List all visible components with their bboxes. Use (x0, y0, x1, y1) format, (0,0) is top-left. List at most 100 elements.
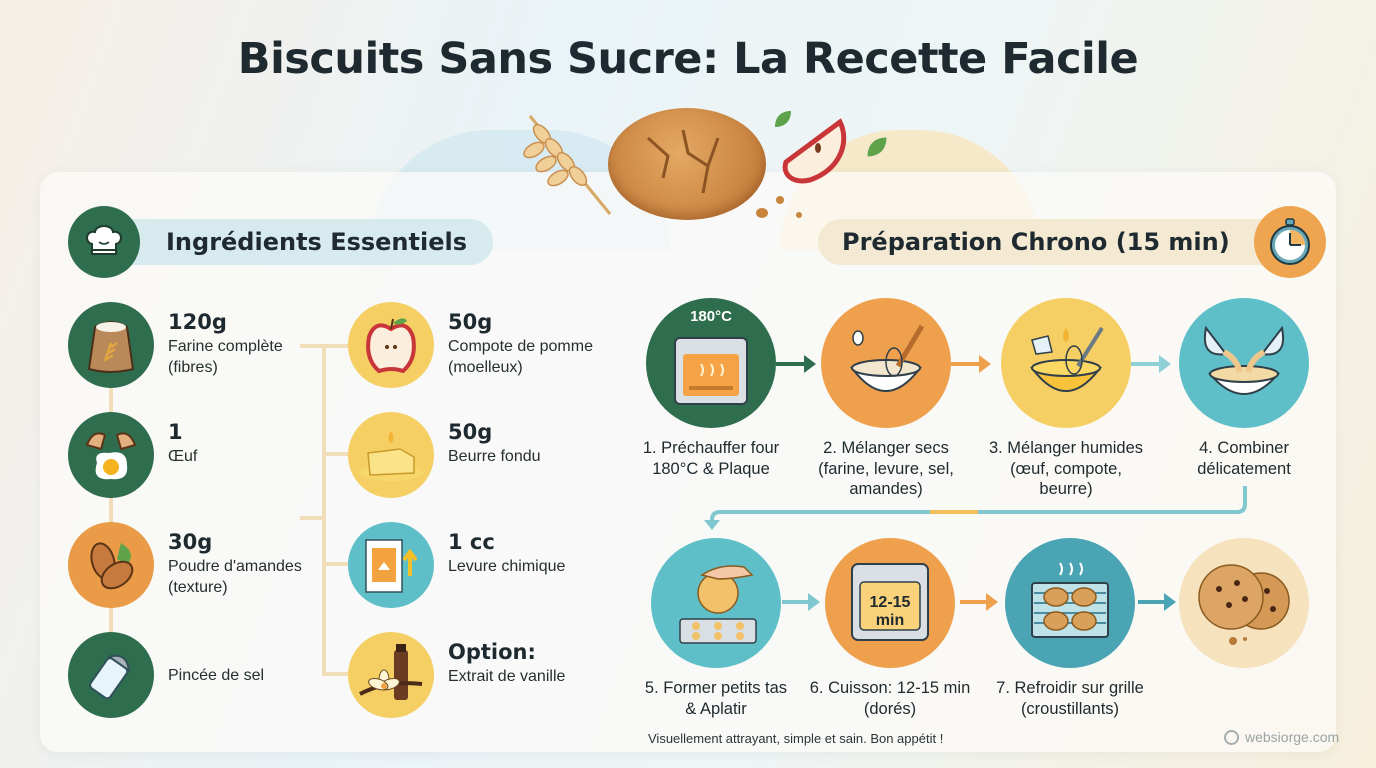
baking-powder-icon (348, 522, 434, 608)
step-title: 5. Former petits tas (644, 679, 788, 697)
step-detail: (croustillants) (1020, 699, 1120, 718)
footer-note: Visuellement attrayant, simple et sain. … (648, 731, 944, 746)
connector-line (322, 452, 348, 456)
step-title: 1. Préchauffer four (642, 439, 780, 457)
arrow-icon (1131, 355, 1171, 373)
ingredient-item: 50g Beurre fondu (348, 412, 541, 498)
ingredient-item: Pincée de sel (68, 632, 264, 718)
combine-bowls-icon (1179, 298, 1309, 428)
ingredient-item: 1 Œuf (68, 412, 197, 498)
step-1: 180°C 1. Préchauffer four 180°C & Plaque (636, 298, 786, 479)
step-title: 7. Refroidir sur grille (996, 679, 1144, 697)
step-final (1174, 538, 1314, 668)
ingredients-title: Ingrédients Essentiels (78, 219, 494, 265)
brand-name: websiorge.com (1245, 729, 1340, 745)
ingredient-note: (fibres) (168, 359, 218, 377)
arrow-icon (951, 355, 991, 373)
whisk-bowl-icon (1001, 298, 1131, 428)
step-detail: beurre) (1039, 480, 1093, 499)
oven-icon: 180°C (646, 298, 776, 428)
ingredient-note: (texture) (168, 579, 228, 597)
bake-time-badge: 12-15 (869, 594, 911, 611)
step-detail: (dorés) (863, 699, 917, 718)
step-detail: (œuf, compote, (1010, 459, 1122, 478)
ingredient-quantity: 50g (448, 420, 493, 444)
step-detail: (farine, levure, sel, (818, 459, 954, 478)
arrow-icon (1138, 593, 1176, 611)
ingredient-item: 50g Compote de pomme (moelleux) (348, 302, 593, 388)
ingredient-quantity: 120g (168, 310, 227, 334)
connector-line (322, 672, 348, 676)
ingredient-name: Levure chimique (448, 558, 566, 576)
shape-dough-icon (651, 538, 781, 668)
preparation-header: Préparation Chrono (15 min) (818, 206, 1326, 278)
butter-icon (348, 412, 434, 498)
finished-cookies-icon (1179, 538, 1309, 668)
ingredient-name: Beurre fondu (448, 448, 541, 466)
ingredient-name: Compote de pomme (448, 338, 593, 356)
connector-line (109, 606, 113, 638)
ingredient-item: 1 cc Levure chimique (348, 522, 565, 608)
step-7: 7. Refroidir sur grille (croustillants) (990, 538, 1150, 719)
ingredient-name: Poudre d'amandes (168, 558, 302, 576)
oven-temp-badge: 180°C (690, 308, 732, 325)
ingredients-header: Ingrédients Essentiels (68, 206, 494, 278)
step-2: 2. Mélanger secs (farine, levure, sel, a… (811, 298, 961, 500)
connector-line (322, 344, 326, 674)
bake-time-unit: min (875, 611, 905, 629)
ingredient-name: Extrait de vanille (448, 668, 566, 686)
ingredient-name: Œuf (168, 448, 198, 466)
connector-line (322, 562, 348, 566)
hero-illustration (520, 100, 920, 220)
wheat-icon (523, 115, 612, 215)
salt-shaker-icon (68, 632, 154, 718)
step-4: 4. Combiner délicatement (1169, 298, 1319, 479)
step-detail: & Aplatir (685, 699, 747, 718)
step-title: 4. Combiner (1199, 439, 1289, 457)
connector-line (109, 496, 113, 528)
brand-logo-icon (1224, 729, 1239, 745)
ingredient-item: 30g Poudre d'amandes (texture) (68, 522, 302, 608)
ingredient-quantity: 30g (168, 530, 213, 554)
ingredient-name: Farine complète (168, 338, 283, 356)
apple-slice-icon (782, 118, 847, 184)
connector-line (109, 386, 113, 418)
ingredient-quantity: Option: (448, 640, 536, 664)
step-5: 5. Former petits tas & Aplatir (636, 538, 796, 719)
return-arrow-connector (704, 486, 1247, 530)
preparation-title: Préparation Chrono (15 min) (818, 219, 1316, 265)
brand-watermark[interactable]: websiorge.com (1224, 729, 1339, 745)
vanilla-icon (348, 632, 434, 718)
step-detail: amandes) (849, 480, 923, 499)
ingredient-quantity: 50g (448, 310, 493, 334)
apple-icon (348, 302, 434, 388)
ingredient-item: 120g Farine complète (fibres) (68, 302, 283, 388)
egg-icon (68, 412, 154, 498)
arrow-icon (782, 593, 820, 611)
ingredient-quantity: 1 cc (448, 530, 495, 554)
flour-sack-icon (68, 302, 154, 388)
mixing-bowl-icon (821, 298, 951, 428)
ingredient-item: Option: Extrait de vanille (348, 632, 565, 718)
ingredient-name: Pincée de sel (168, 667, 265, 684)
leaf-icon (867, 137, 887, 157)
step-3: 3. Mélanger humides (œuf, compote, beurr… (986, 298, 1146, 500)
chef-hat-icon (68, 206, 140, 278)
leaf-icon (775, 111, 791, 127)
ingredient-note: (moelleux) (448, 359, 523, 377)
stopwatch-icon (1253, 206, 1326, 278)
step-title: 6. Cuisson: 12-15 min (809, 679, 971, 697)
step-6: 12-15 min 6. Cuisson: 12-15 min (dorés) (806, 538, 974, 719)
step-detail: 180°C & Plaque (652, 459, 770, 478)
cookie-icon (608, 108, 766, 220)
ingredient-quantity: 1 (168, 420, 183, 444)
cooling-rack-icon (1005, 538, 1135, 668)
connector-line (300, 516, 324, 520)
step-title: 3. Mélanger humides (988, 439, 1144, 457)
page-title: Biscuits Sans Sucre: La Recette Facile (237, 34, 1139, 84)
baking-oven-icon: 12-15 min (825, 538, 955, 668)
almond-icon (68, 522, 154, 608)
arrow-icon (960, 593, 998, 611)
step-title: 2. Mélanger secs (823, 439, 949, 457)
arrow-icon (776, 355, 816, 373)
